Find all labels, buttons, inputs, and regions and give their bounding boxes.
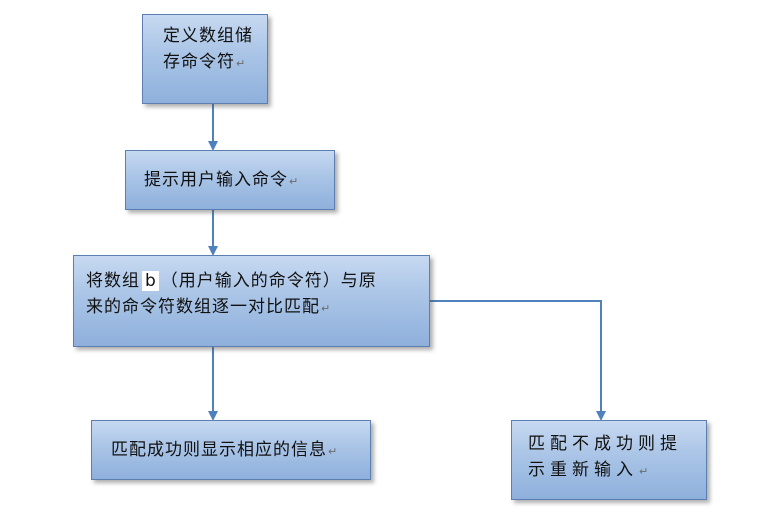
compare-text-post: （用户输入的命令符）与原 — [160, 271, 377, 291]
failure-text-2: 示重新输入 — [528, 460, 638, 480]
compare-text-2: 来的命令符数组逐一对比匹配 — [86, 297, 320, 317]
arrow-compare-to-failure — [430, 300, 606, 421]
paragraph-mark-icon: ↵ — [289, 175, 299, 188]
paragraph-mark-icon: ↵ — [639, 465, 649, 478]
process-box-success: 匹配成功则显示相应的信息↵ — [91, 420, 371, 480]
failure-text-1: 匹配不成功则提 — [528, 434, 682, 454]
process-box-prompt-input: 提示用户输入命令↵ — [125, 150, 335, 210]
prompt-input-text: 提示用户输入命令 — [144, 170, 288, 190]
paragraph-mark-icon: ↵ — [321, 302, 331, 315]
define-array-text-1: 定义数组储 — [163, 26, 253, 46]
array-b-variable: b — [142, 271, 159, 291]
define-array-text-2: 存命令符 — [163, 52, 235, 72]
paragraph-mark-icon: ↵ — [328, 445, 338, 458]
compare-text-pre: 将数组 — [86, 271, 140, 291]
paragraph-mark-icon: ↵ — [236, 57, 246, 70]
process-box-failure: 匹配不成功则提 示重新输入↵ — [511, 420, 707, 500]
success-text: 匹配成功则显示相应的信息 — [111, 440, 327, 460]
process-box-define-array: 定义数组储 存命令符↵ — [142, 14, 268, 104]
